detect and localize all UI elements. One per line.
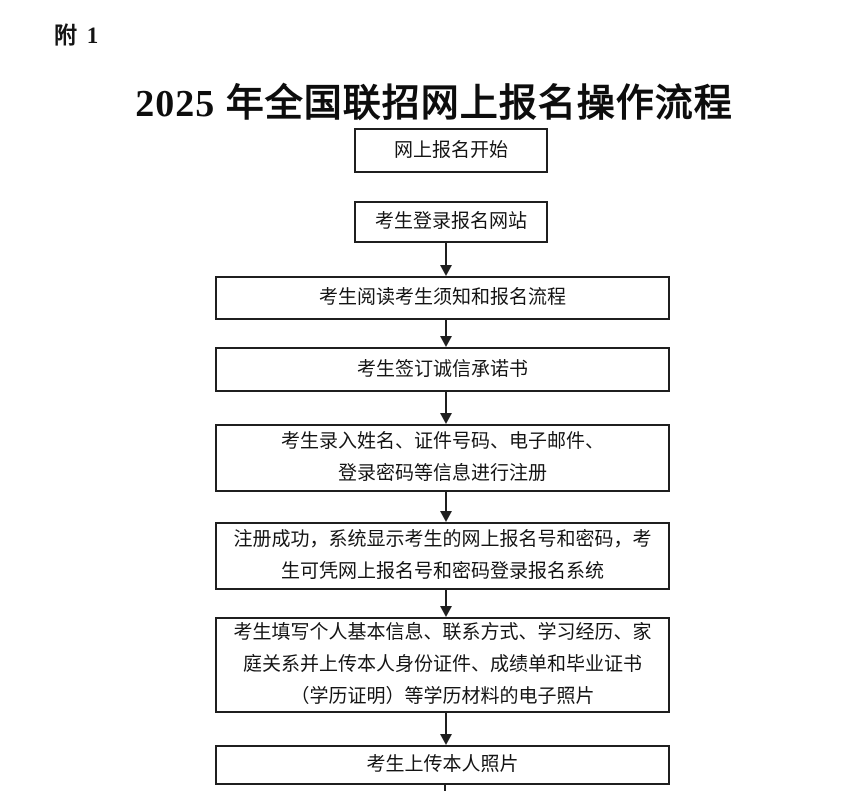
arrow-shaft: [444, 590, 447, 606]
arrow-shaft: [444, 713, 447, 734]
page-title: 2025 年全国联招网上报名操作流程: [135, 83, 733, 125]
flow-node-read-notice: 考生阅读考生须知和报名流程: [215, 276, 670, 320]
arrow-head-icon: [439, 413, 452, 424]
flow-node-sign-commitment: 考生签订诚信承诺书: [215, 347, 670, 392]
flow-arrow-down: [439, 590, 452, 617]
flow-node-text: 考生阅读考生须知和报名流程: [318, 287, 566, 308]
flow-node-text: 考生登录报名网站: [374, 211, 527, 232]
flow-node-upload-photo: 考生上传本人照片: [215, 745, 670, 785]
flow-node-login: 考生登录报名网站: [354, 201, 548, 243]
flow-arrow-down: [439, 713, 452, 745]
flow-node-register-info: 考生录入姓名、证件号码、电子邮件、 登录密码等信息进行注册: [215, 424, 670, 492]
arrow-head-icon: [439, 336, 452, 347]
arrow-shaft: [444, 243, 447, 265]
flow-node-text: 考生录入姓名、证件号码、电子邮件、: [280, 431, 604, 452]
arrow-head-icon: [439, 734, 452, 745]
flow-node-text: 考生签订诚信承诺书: [356, 358, 528, 380]
flow-arrow-down: [439, 392, 452, 424]
flow-node-text: 注册成功，系统显示考生的网上报名号和密码，考: [233, 529, 652, 550]
arrow-shaft: [444, 320, 447, 336]
flow-node-start: 网上报名开始: [354, 128, 548, 173]
arrow-head-icon: [439, 606, 452, 617]
flow-arrow-down: [439, 243, 452, 276]
flow-arrow-down: [439, 320, 452, 347]
arrow-shaft-cutoff: [444, 785, 446, 791]
arrow-head-icon: [439, 265, 452, 276]
arrow-head-icon: [439, 511, 452, 522]
flow-node-text: 考生上传本人照片: [366, 754, 519, 775]
arrow-shaft: [444, 392, 447, 413]
attachment-label: 附 1: [54, 23, 101, 48]
flow-node-text: 登录密码等信息进行注册: [337, 463, 547, 484]
flow-node-fill-info: 考生填写个人基本信息、联系方式、学习经历、家 庭关系并上传本人身份证件、成绩单和…: [215, 617, 670, 713]
flow-node-text: （学历证明）等学历材料的电子照片: [290, 686, 595, 707]
flow-node-text: 网上报名开始: [393, 139, 508, 161]
flow-node-register-success: 注册成功，系统显示考生的网上报名号和密码，考 生可凭网上报名号和密码登录报名系统: [215, 522, 670, 590]
flow-node-text: 考生填写个人基本信息、联系方式、学习经历、家: [233, 622, 652, 643]
flow-node-text: 庭关系并上传本人身份证件、成绩单和毕业证书: [242, 654, 642, 675]
flow-arrow-down: [439, 492, 452, 522]
arrow-shaft: [444, 492, 447, 511]
flow-node-text: 生可凭网上报名号和密码登录报名系统: [280, 561, 604, 582]
